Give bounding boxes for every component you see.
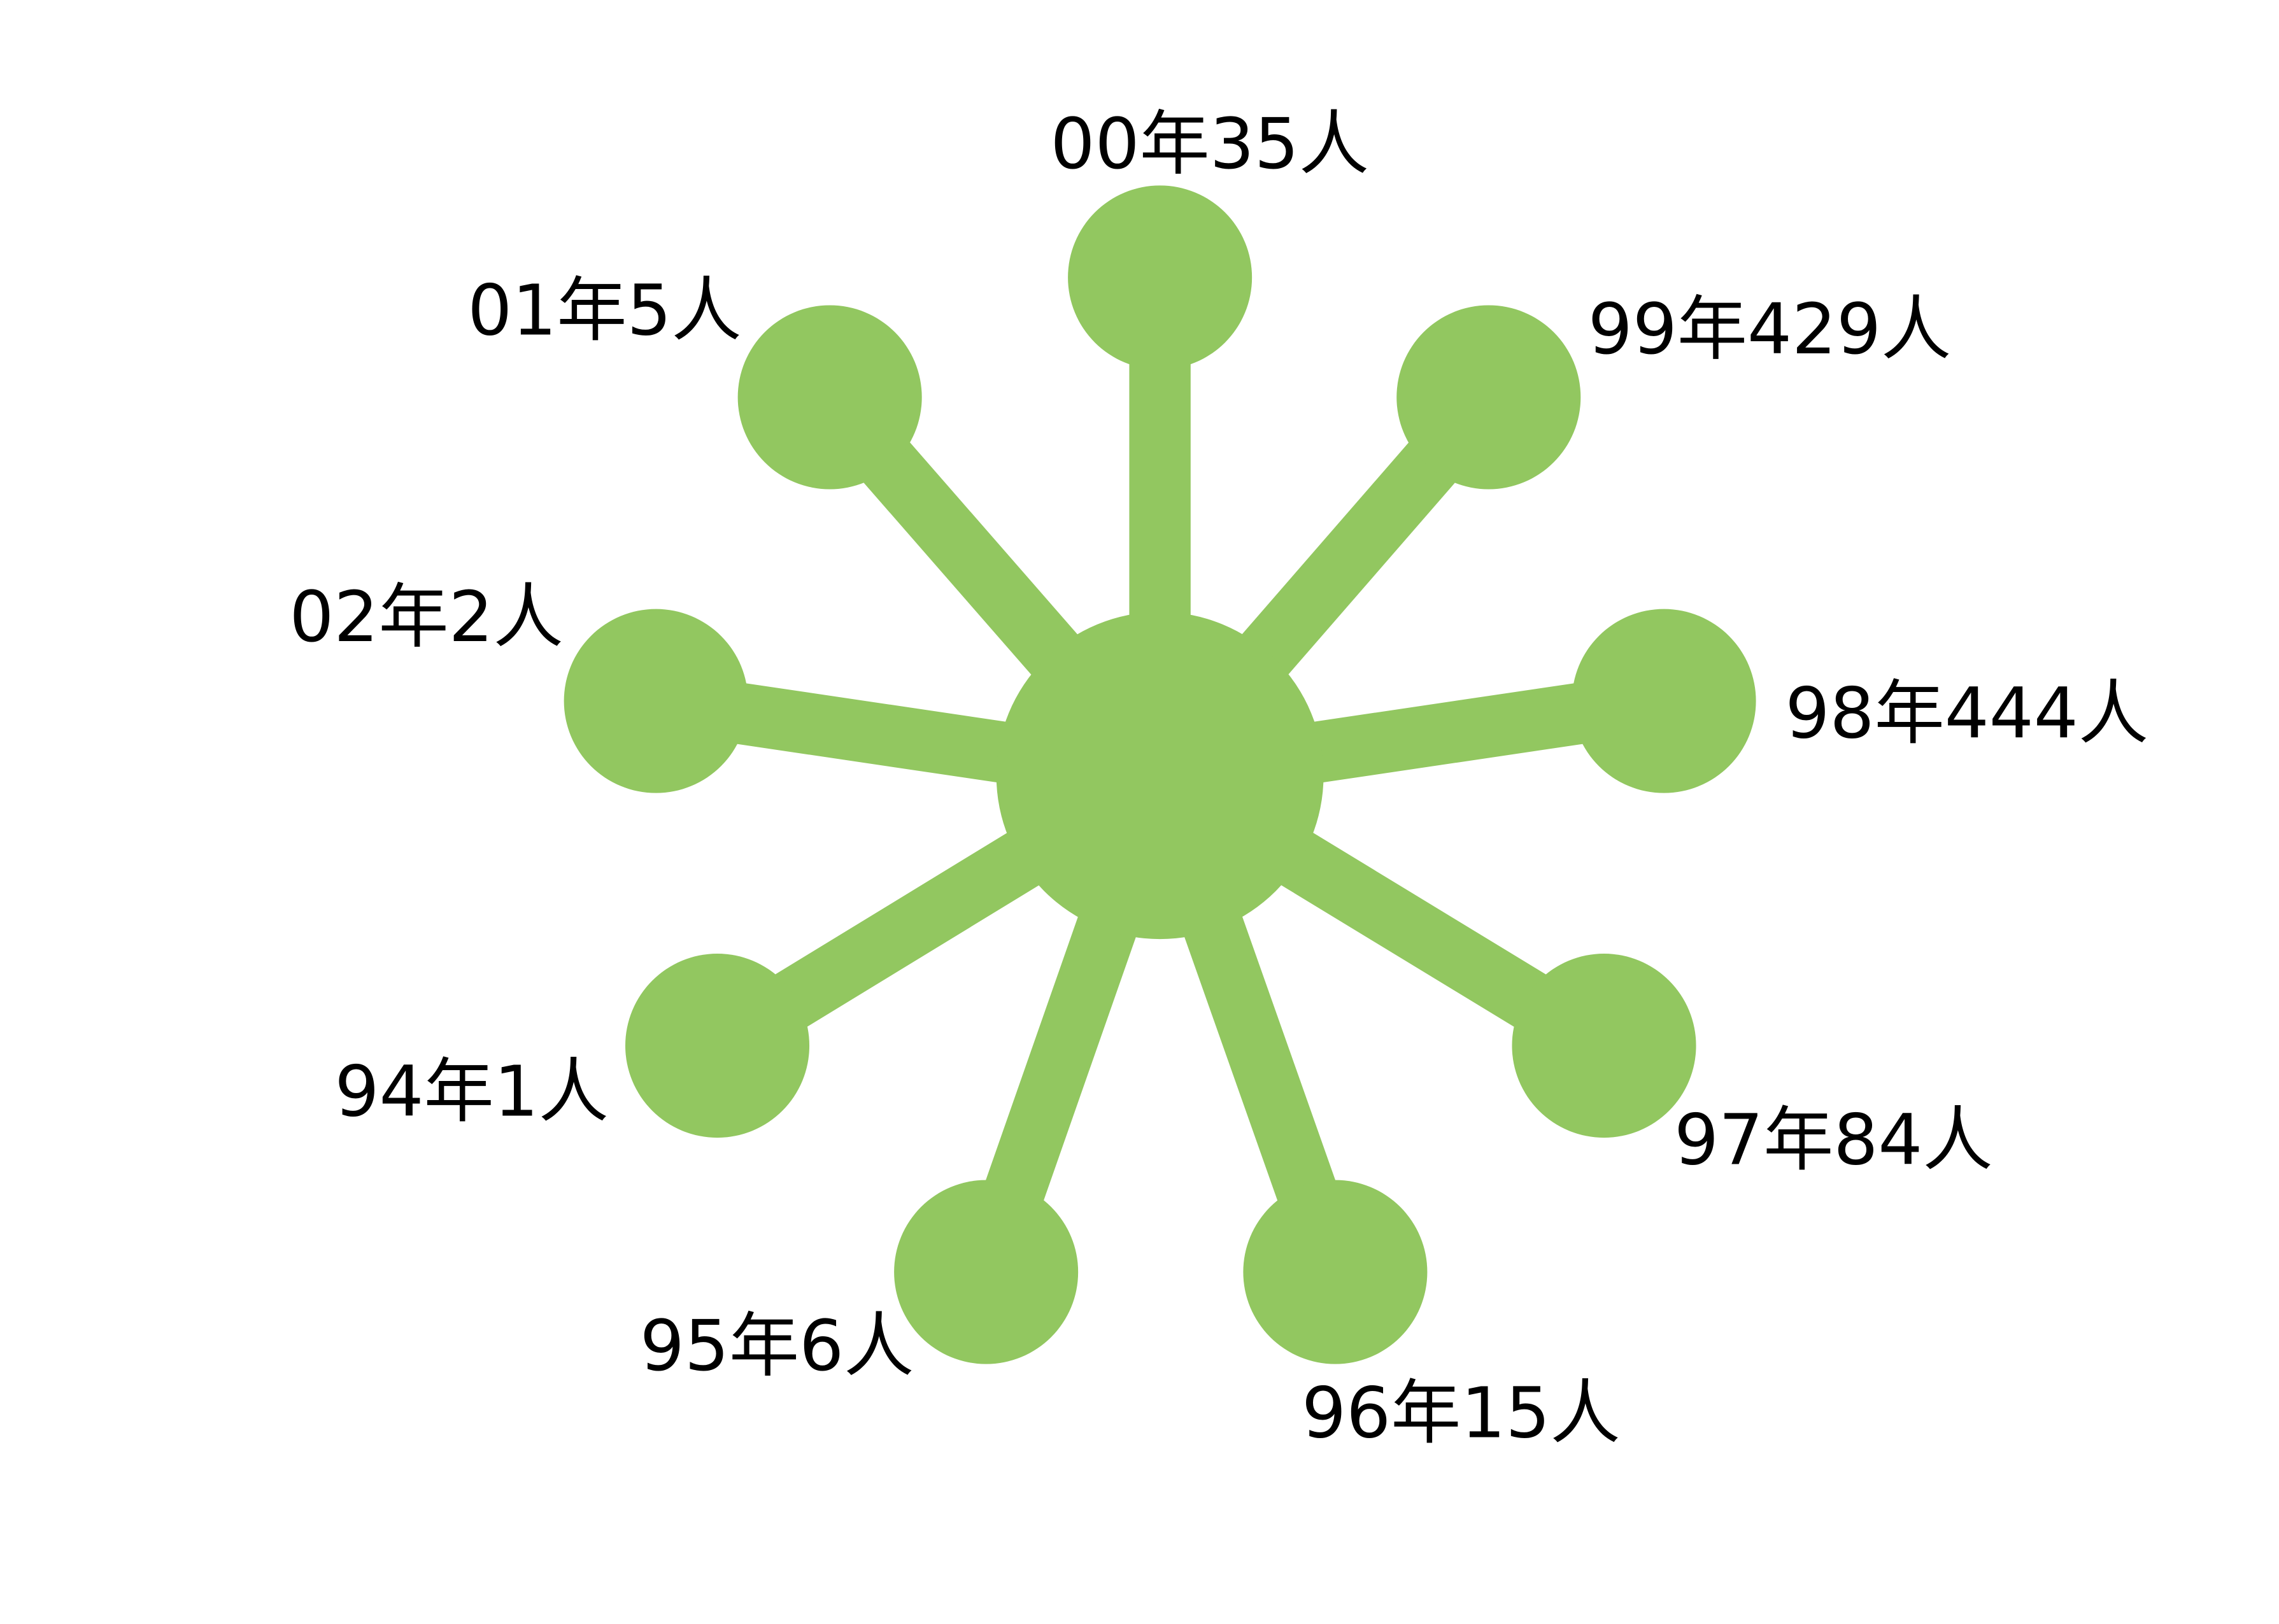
node-label-02: 02年2人 xyxy=(289,576,563,658)
node-label-01: 01年5人 xyxy=(467,269,741,351)
node-00 xyxy=(1068,185,1253,370)
node-96 xyxy=(1243,1180,1428,1364)
node-98 xyxy=(1572,609,1756,793)
labels: 00年35人 99年429人 98年444人 97年84人 96年15人 95年6人 94年… xyxy=(289,103,2148,1454)
center-hub xyxy=(996,612,1324,940)
node-label-98: 98年444人 xyxy=(1785,673,2148,754)
node-95 xyxy=(894,1180,1079,1364)
node-label-94: 94年1人 xyxy=(334,1051,608,1133)
node-01 xyxy=(737,305,922,490)
node-99 xyxy=(1396,305,1581,490)
nodes xyxy=(564,185,1756,1364)
node-02 xyxy=(564,609,748,793)
node-label-99: 99年429人 xyxy=(1588,288,1952,370)
node-label-96: 96年15人 xyxy=(1302,1372,1620,1453)
node-97 xyxy=(1512,954,1696,1138)
node-label-95: 95年6人 xyxy=(640,1305,914,1387)
node-94 xyxy=(625,954,810,1138)
node-label-97: 97年84人 xyxy=(1674,1099,1992,1180)
node-label-00: 00年35人 xyxy=(1051,103,1369,185)
